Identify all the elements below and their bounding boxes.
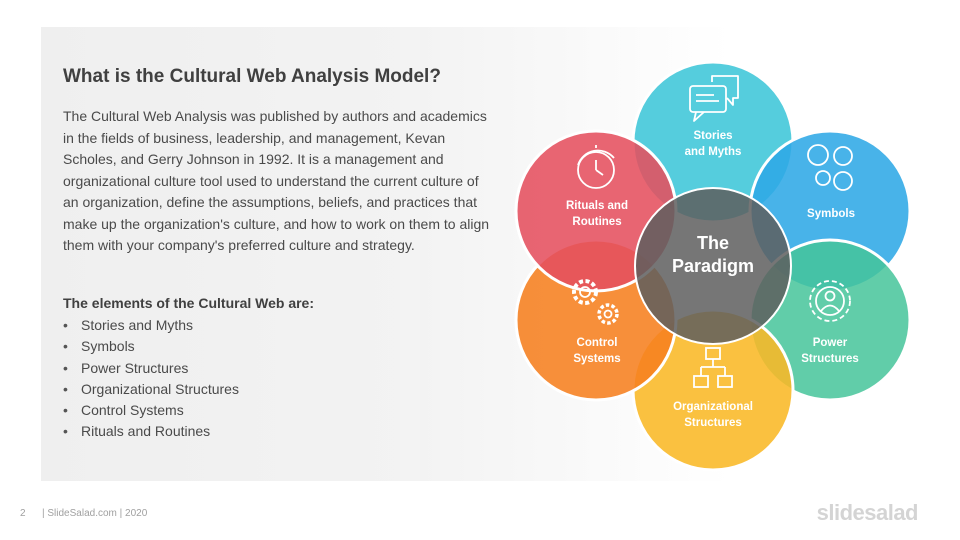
paradigm-label: Paradigm	[672, 256, 754, 276]
petal-label: Symbols	[807, 208, 855, 220]
petal-label: Rituals and	[566, 200, 628, 212]
petal-label: Routines	[572, 216, 621, 228]
petal-label: Organizational	[673, 401, 753, 413]
petal-label: and Myths	[685, 146, 742, 158]
chat-bubbles-icon	[689, 75, 739, 122]
elements-list: Stories and Myths Symbols Power Structur…	[63, 315, 239, 443]
gears-icon	[572, 279, 619, 325]
petal-label: Power	[813, 337, 848, 349]
slide-title: What is the Cultural Web Analysis Model?	[63, 66, 441, 87]
page-number: 2	[20, 508, 26, 519]
cultural-web-diagram: Stories and Myths Symbols Power Structur…	[514, 60, 912, 472]
list-item: Stories and Myths	[63, 315, 239, 337]
list-item: Rituals and Routines	[63, 421, 239, 443]
list-item: Organizational Structures	[63, 379, 239, 401]
list-item: Power Structures	[63, 358, 239, 380]
description-paragraph: The Cultural Web Analysis was published …	[63, 108, 490, 253]
circles-icon	[807, 144, 853, 191]
org-chart-icon	[693, 347, 733, 388]
paradigm-circle	[634, 187, 792, 345]
footer-text: | SlideSalad.com | 2020	[42, 508, 148, 519]
petal-label: Stories	[694, 130, 733, 142]
petal-label: Structures	[801, 353, 859, 365]
clock-icon	[577, 145, 615, 189]
list-item: Control Systems	[63, 400, 239, 422]
elements-list-heading: The elements of the Cultural Web are:	[63, 295, 315, 311]
brand-logo: slidesalad	[816, 500, 919, 525]
person-gear-icon	[809, 280, 851, 322]
paradigm-label: The	[697, 233, 729, 253]
list-item: Symbols	[63, 336, 239, 358]
petal-label: Structures	[684, 417, 742, 429]
petal-label: Systems	[573, 353, 620, 365]
petal-label: Control	[577, 337, 618, 349]
